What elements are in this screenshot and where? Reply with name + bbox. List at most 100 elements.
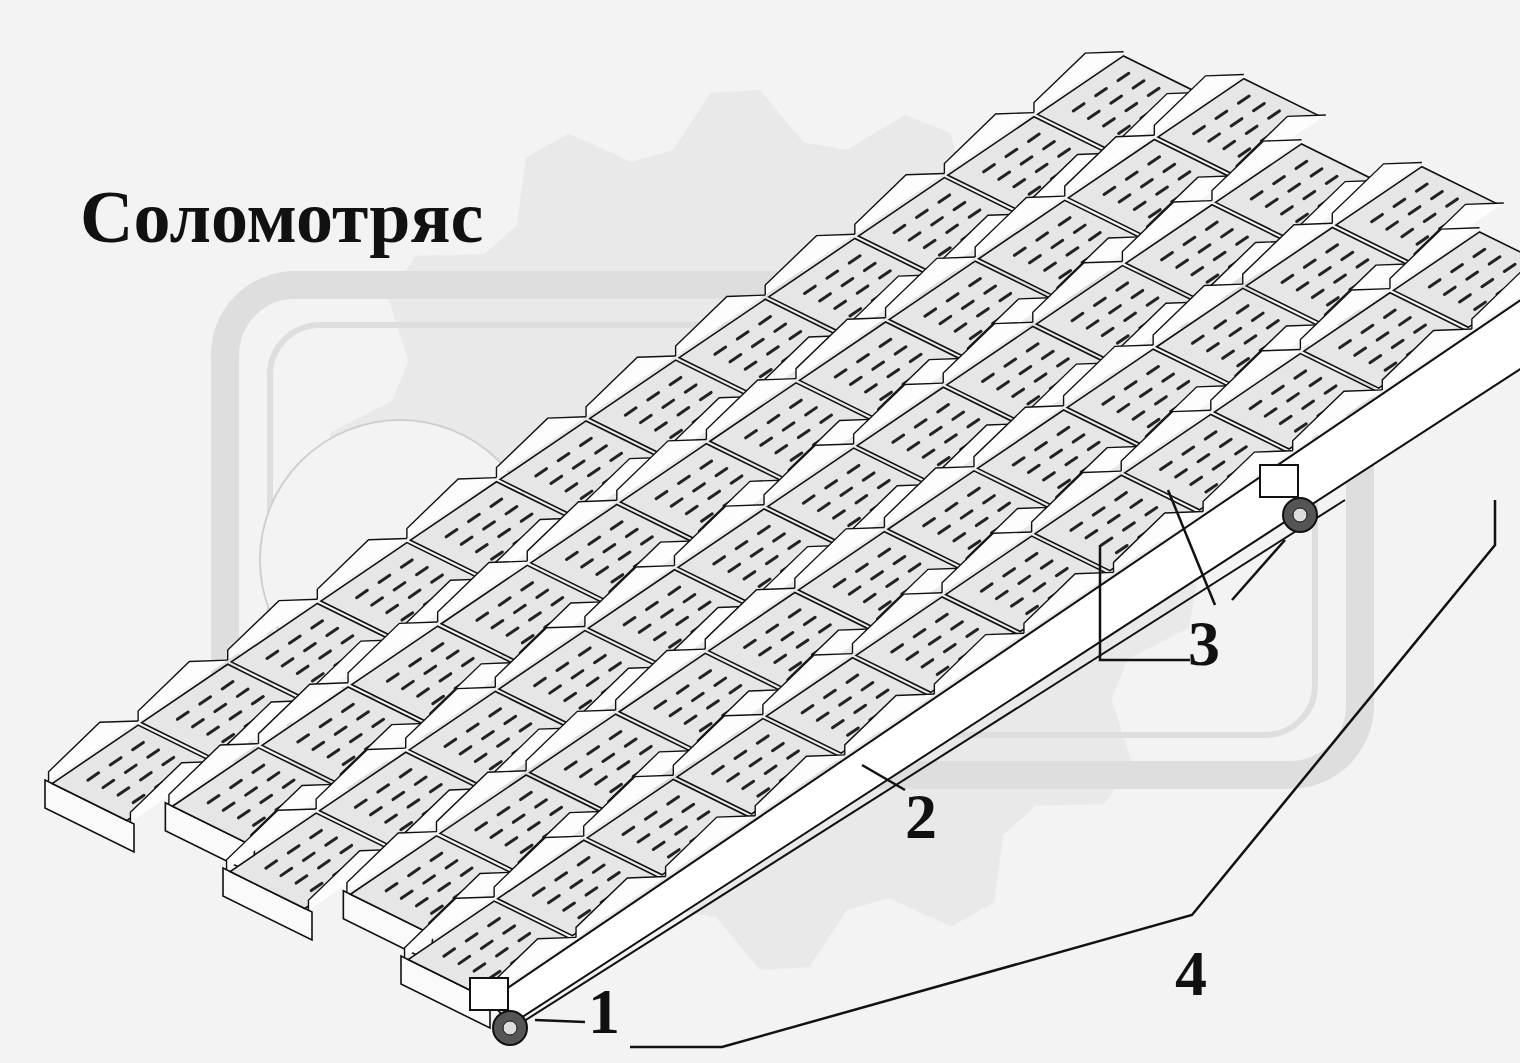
sieve-hole (820, 625, 831, 632)
sieve-hole (311, 830, 322, 837)
sieve-hole (1157, 187, 1168, 194)
sieve-hole (133, 742, 144, 749)
sieve-hole (326, 838, 337, 845)
sieve-hole (223, 803, 234, 810)
sieve-hole (163, 757, 174, 764)
sieve-hole (857, 564, 868, 571)
sieve-hole (685, 385, 696, 392)
sieve-hole (872, 572, 883, 579)
sieve-hole (1304, 260, 1315, 267)
leader-lines (535, 490, 1495, 1047)
sieve-hole (461, 537, 472, 544)
sieve-hole (282, 659, 293, 666)
sieve-hole (1274, 176, 1285, 183)
sieve-hole (1013, 458, 1024, 465)
sieve-hole (1213, 462, 1224, 469)
sieve-hole (1037, 233, 1048, 240)
riser-tooth (138, 660, 228, 721)
sieve-hole (1094, 298, 1105, 305)
sieve-hole (589, 537, 600, 544)
sieve-hole (790, 332, 801, 339)
riser-tooth (1153, 284, 1243, 345)
sieve-hole (1177, 260, 1188, 267)
sieve-hole (1424, 214, 1435, 221)
sieve-hole (775, 324, 786, 331)
sieve-hole (1269, 111, 1280, 118)
sieve-hole (895, 347, 906, 354)
sieve-hole (507, 628, 518, 635)
sieve-hole (805, 286, 816, 293)
riser-tooth (765, 234, 855, 295)
sieve-hole (350, 734, 361, 741)
sieve-hole (444, 949, 455, 956)
sieve-hole (557, 663, 568, 670)
sieve-hole (984, 165, 995, 172)
sieve-hole (252, 697, 263, 704)
sieve-hole (1254, 103, 1265, 110)
sieve-hole (537, 590, 548, 597)
sieve-hole (521, 792, 532, 799)
sieve-hole (1384, 310, 1395, 317)
sieve-hole (297, 666, 308, 673)
sieve-hole (745, 362, 756, 369)
sieve-hole (588, 747, 599, 754)
sieve-hole (549, 896, 560, 903)
sieve-hole (410, 659, 421, 666)
sieve-hole (698, 812, 709, 819)
sieve-hole (820, 294, 831, 301)
sieve-hole (849, 256, 860, 263)
sieve-hole (1340, 341, 1351, 348)
sieve-hole (558, 453, 569, 460)
sieve-hole (685, 716, 696, 723)
sieve-hole (1467, 272, 1478, 279)
sieve-hole (1452, 264, 1463, 271)
sieve-hole (1409, 207, 1420, 214)
sieve-hole (767, 625, 778, 632)
sieve-hole (535, 678, 546, 685)
sieve-hole (460, 747, 471, 754)
sieve-hole (835, 301, 846, 308)
sieve-hole (268, 773, 279, 780)
sieve-hole (618, 762, 629, 769)
riser-tooth (1122, 201, 1212, 262)
sieve-hole (701, 461, 712, 468)
sieve-hole (736, 541, 747, 548)
sieve-hole (103, 780, 114, 787)
sieve-hole (970, 278, 981, 285)
sieve-hole (939, 526, 950, 533)
sieve-hole (1474, 249, 1485, 256)
sieve-hole (728, 774, 739, 781)
sieve-hole (656, 491, 667, 498)
sieve-hole (580, 769, 591, 776)
sieve-hole (947, 294, 958, 301)
sieve-hole (1164, 164, 1175, 171)
sieve-hole (177, 712, 188, 719)
sieve-hole (1014, 248, 1025, 255)
bearing-plate (470, 978, 508, 1010)
sieve-hole (1093, 508, 1104, 515)
sieve-hole (409, 868, 420, 875)
sieve-hole (506, 838, 517, 845)
bearing-plate (1260, 465, 1298, 497)
sieve-hole (751, 549, 762, 556)
sieve-hole (484, 522, 495, 529)
sieve-hole (1220, 439, 1231, 446)
riser-tooth (317, 538, 407, 599)
sieve-hole (1245, 336, 1256, 343)
sieve-hole (1041, 561, 1052, 568)
sieve-hole (916, 210, 927, 217)
straw-walker (45, 52, 1520, 1045)
sieve-hole (1149, 157, 1160, 164)
sieve-hole (432, 575, 443, 582)
sieve-hole (1429, 280, 1440, 287)
sieve-hole (193, 720, 204, 727)
sieve-hole (1320, 268, 1331, 275)
sieve-hole (1020, 366, 1031, 373)
sieve-hole (446, 861, 457, 868)
sieve-hole (1184, 237, 1195, 244)
sieve-hole (768, 347, 779, 354)
sieve-hole (735, 751, 746, 758)
sieve-hole (624, 618, 635, 625)
riser-tooth (974, 406, 1064, 467)
sieve-hole (1432, 191, 1443, 198)
